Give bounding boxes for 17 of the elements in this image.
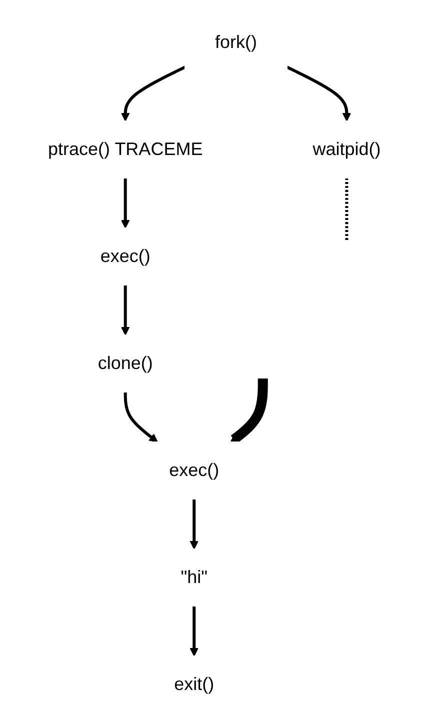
arrow — [230, 378, 268, 443]
arrow — [123, 392, 158, 442]
node-text: waitpid() — [312, 138, 380, 158]
arrow — [189, 606, 198, 656]
arrow — [286, 65, 351, 121]
arrow — [120, 178, 130, 228]
node-text: ptrace() TRACEME — [48, 138, 202, 158]
arrow — [189, 498, 198, 549]
node-text: clone() — [97, 352, 152, 372]
node-text: exec() — [100, 246, 150, 266]
node-text: exit() — [174, 674, 214, 694]
arrow — [120, 284, 130, 335]
node-text: fork() — [214, 32, 257, 52]
node-text: "hi" — [180, 566, 208, 586]
node-text: exec() — [168, 460, 219, 480]
arrow — [120, 65, 186, 121]
connector — [344, 178, 348, 241]
